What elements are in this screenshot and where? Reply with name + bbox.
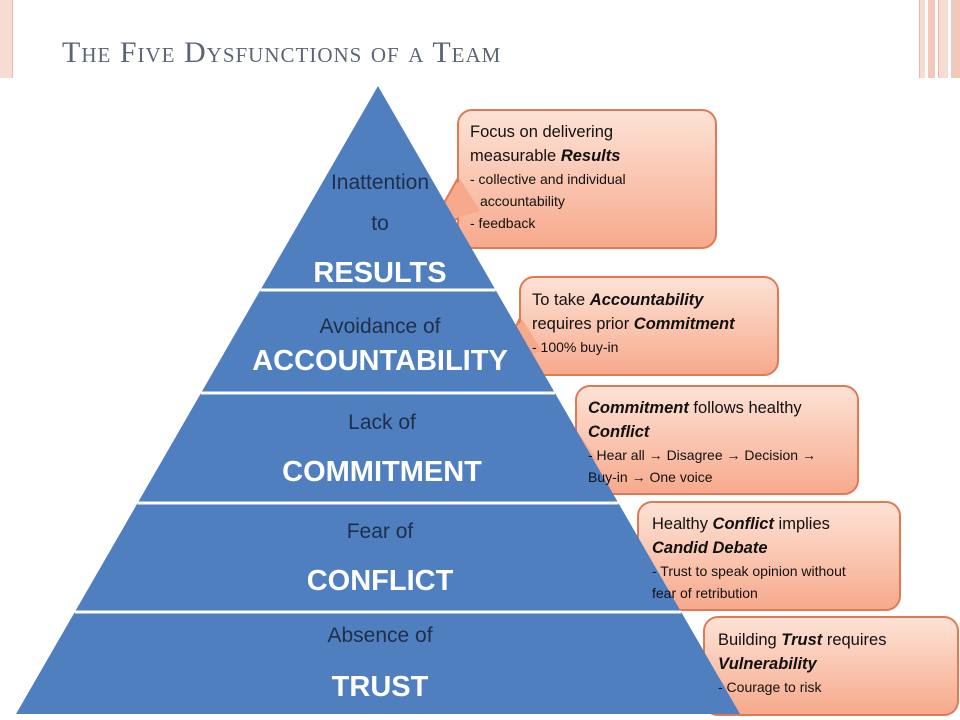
callout-trust: Building Trust requires Vulnerability - …	[706, 620, 956, 714]
accent-stripe	[938, 0, 949, 78]
tier-trust-line1: Absence of	[327, 624, 432, 647]
callout-sub-line: - Courage to risk	[718, 679, 822, 695]
callout-main-line: Conflict	[588, 423, 650, 441]
pyramid-shape	[16, 86, 740, 714]
callout-main-line: Commitment follows healthy	[588, 399, 802, 417]
callout-sub-line: fear of retribution	[652, 585, 758, 601]
right-accent-bars	[916, 0, 960, 78]
callout-sub-line: accountability	[480, 193, 565, 209]
callout-main-line: Building Trust requires	[718, 631, 887, 649]
callout-accountability: To take Accountability requires prior Co…	[520, 280, 776, 374]
callout-sub-line: - Hear all → Disagree → Decision →	[588, 447, 816, 463]
tier-commitment-line2: COMMITMENT	[282, 456, 482, 488]
tier-conflict-line1: Fear of	[347, 520, 414, 543]
slide-title: The Five Dysfunctions of a Team	[62, 36, 502, 69]
callout-sub-line: - Trust to speak opinion without	[652, 563, 846, 579]
accent-stripe	[928, 0, 936, 78]
tier-results-line1: Inattention	[331, 171, 429, 194]
callout-main-line: To take Accountability	[532, 291, 704, 309]
callout-main-line: Candid Debate	[652, 539, 768, 557]
callout-sub-line: - collective and individual	[470, 171, 626, 187]
tier-dividers	[74, 288, 682, 614]
tier-results-line2: RESULTS	[313, 257, 446, 289]
accent-stripe	[918, 0, 926, 78]
callout-sub-line: - feedback	[470, 215, 536, 231]
tier-labels: Inattention to RESULTS Avoidance of ACCO…	[252, 171, 508, 703]
callout-sub-line: Buy-in → One voice	[588, 469, 713, 485]
callout-main-line: Healthy Conflict implies	[652, 515, 830, 533]
left-accent-bar	[0, 0, 13, 78]
tier-commitment-line1: Lack of	[348, 411, 416, 434]
tier-accountability-line1: Avoidance of	[319, 315, 440, 338]
callout-main-line: Focus on delivering	[470, 123, 614, 141]
tier-trust-line2: TRUST	[332, 671, 429, 703]
callout-results: Focus on delivering measurable Results -…	[458, 112, 714, 246]
callout-commitment: Commitment follows healthy Conflict - He…	[576, 388, 856, 492]
tier-accountability-line2: ACCOUNTABILITY	[252, 345, 508, 377]
accent-stripe	[951, 0, 960, 78]
tier-results-line1b: to	[371, 212, 389, 235]
pyramid: Inattention to RESULTS Avoidance of ACCO…	[16, 86, 740, 714]
callout-main-line: Vulnerability	[718, 655, 817, 673]
callout-sub-line: - 100% buy-in	[532, 339, 619, 355]
callout-box	[457, 109, 717, 249]
callout-main-line: measurable Results	[470, 147, 621, 165]
callout-conflict: Healthy Conflict implies Candid Debate -…	[640, 504, 898, 608]
callout-main-line: requires prior Commitment	[532, 315, 735, 333]
tier-conflict-line2: CONFLICT	[307, 565, 454, 597]
